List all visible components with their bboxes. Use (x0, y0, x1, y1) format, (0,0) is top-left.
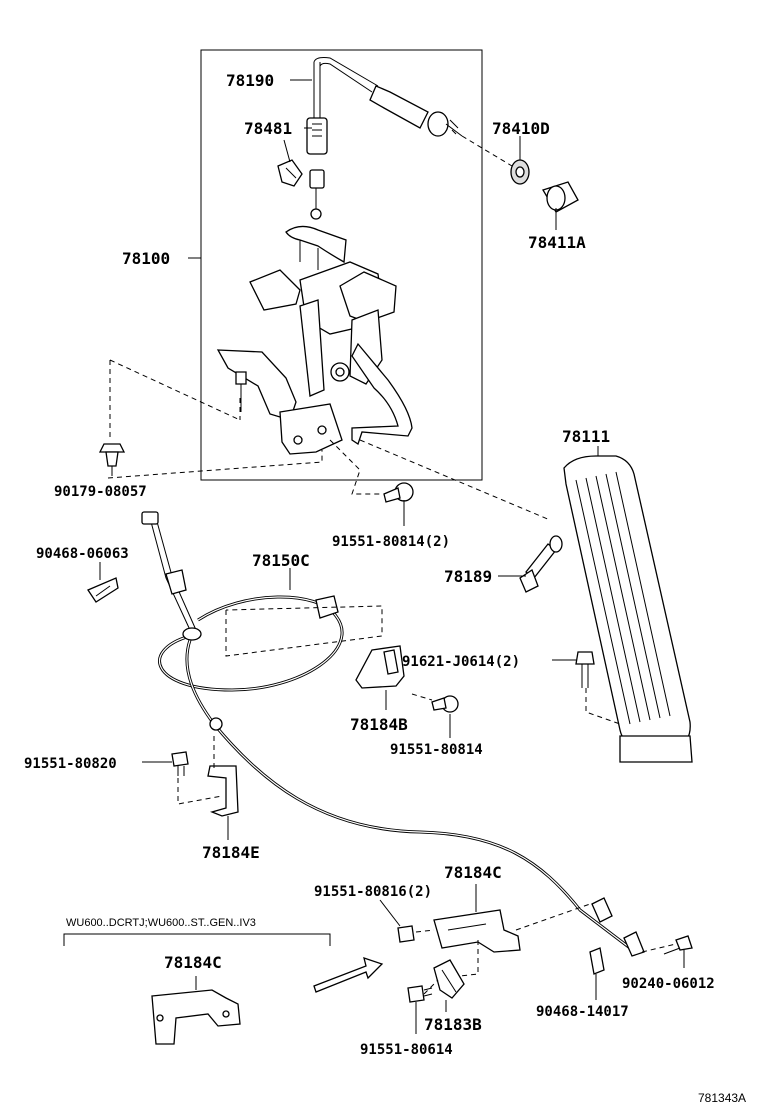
label-91551-80816-2: 91551-80816(2) (314, 884, 432, 900)
label-78481: 78481 (244, 119, 292, 138)
label-78190: 78190 (226, 71, 274, 90)
applicability-bracket (63, 933, 331, 946)
label-91551-80820: 91551-80820 (24, 756, 117, 772)
label-91551-80814: 91551-80814 (390, 742, 483, 758)
bolt-91551-80816-2[interactable] (397, 925, 415, 943)
pedal-bracket-78100[interactable] (216, 225, 413, 455)
assembly-frame (200, 49, 483, 481)
clip-90468-14017[interactable] (589, 947, 605, 975)
label-78184c-left: 78184C (164, 953, 222, 972)
bracket-78184c-alt[interactable] (151, 989, 241, 1045)
bolt-91621[interactable] (575, 651, 595, 688)
clip-78481[interactable] (277, 159, 303, 187)
label-91551-80814-2: 91551-80814(2) (332, 534, 450, 550)
sleeve-78410d[interactable] (369, 85, 463, 137)
bracket-78184c[interactable] (433, 909, 521, 953)
diagram-ref: 781343A (698, 1091, 746, 1105)
label-78410d: 78410D (492, 119, 550, 138)
label-90468-14017: 90468-14017 (536, 1004, 629, 1020)
label-78184b: 78184B (350, 715, 408, 734)
bolt-91551-80814[interactable] (431, 695, 459, 713)
cap-78411a[interactable] (542, 181, 579, 213)
label-78183b: 78183B (424, 1015, 482, 1034)
rod-78190[interactable] (306, 57, 379, 220)
label-78111: 78111 (562, 427, 610, 446)
nut-78410d[interactable] (510, 159, 530, 185)
bolt-91551-80820[interactable] (171, 751, 189, 776)
label-78411a: 78411A (528, 233, 586, 252)
pedal-pad-78111[interactable] (563, 455, 693, 763)
label-90179-08057: 90179-08057 (54, 484, 147, 500)
assembly-lines (107, 135, 677, 995)
label-78184e: 78184E (202, 843, 260, 862)
label-78184c-top: 78184C (444, 863, 502, 882)
label-90468-06063: 90468-06063 (36, 546, 129, 562)
label-78150c: 78150C (252, 551, 310, 570)
bracket-78184e[interactable] (207, 765, 239, 817)
bolt-91551-80614[interactable] (407, 985, 433, 1003)
clip-78183b[interactable] (433, 959, 465, 999)
bracket-78184b[interactable] (355, 645, 405, 689)
label-91551-80614: 91551-80614 (360, 1042, 453, 1058)
stopper-78189[interactable] (519, 535, 563, 593)
label-78189: 78189 (444, 567, 492, 586)
label-91621-j0614: 91621-J0614(2) (402, 654, 520, 670)
label-90240-06012: 90240-06012 (622, 976, 715, 992)
arrow-icon (313, 957, 384, 993)
leader-lines (99, 79, 685, 1034)
pin-90240[interactable] (663, 935, 693, 955)
applicability-note: WU600..DCRTJ;WU600..ST..GEN..IV3 (66, 917, 256, 929)
clamp-90468-06063[interactable] (87, 577, 119, 603)
label-78100: 78100 (122, 249, 170, 268)
grommet-90179[interactable] (98, 443, 126, 467)
bolt-91551-80814-2[interactable] (383, 482, 414, 503)
